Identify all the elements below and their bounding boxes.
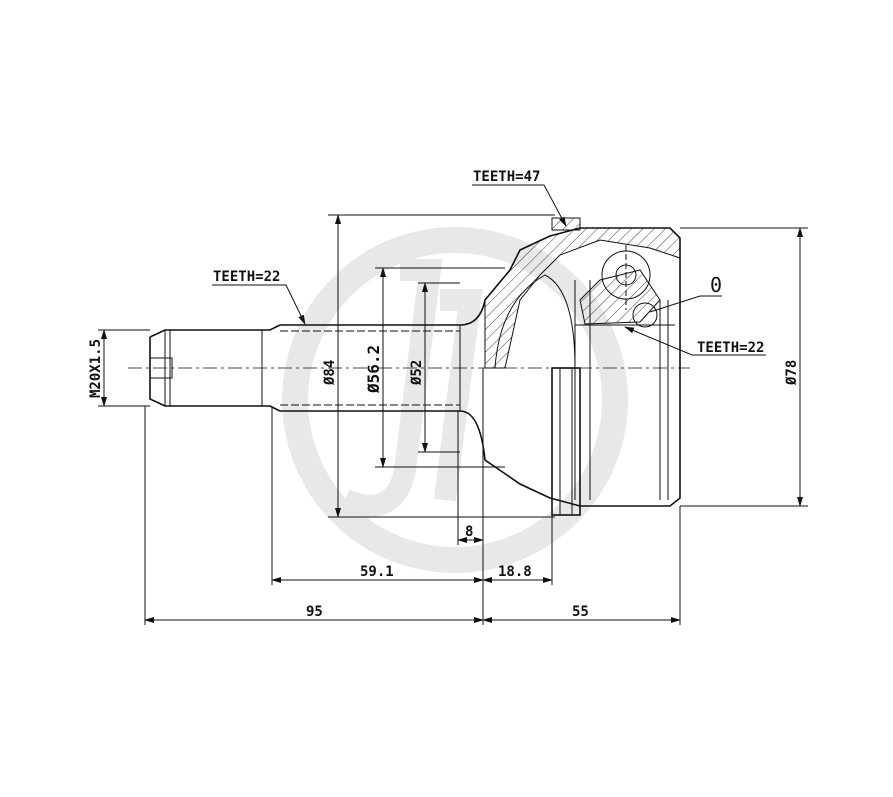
dim-thread: M20X1.5 xyxy=(88,339,104,398)
dim-len-55: 55 xyxy=(572,604,589,620)
dimension-lines xyxy=(98,184,808,625)
dim-len-95: 95 xyxy=(306,604,323,620)
dim-len-59-1: 59.1 xyxy=(360,564,394,580)
dim-dia-52: Ø52 xyxy=(409,360,425,386)
dim-len-8: 8 xyxy=(465,524,473,540)
housing-section xyxy=(484,217,681,500)
watermark-logo xyxy=(282,227,628,573)
callout-teeth-47: TEETH=47 xyxy=(473,169,540,185)
dim-dia-84: Ø84 xyxy=(322,360,338,386)
callout-inner-teeth: TEETH=22 xyxy=(697,340,764,356)
dim-dia-78: Ø78 xyxy=(784,360,800,386)
threaded-end xyxy=(149,324,281,412)
callout-seal-ref: 0 xyxy=(710,273,722,297)
abs-ring xyxy=(482,367,581,516)
dim-len-18-8: 18.8 xyxy=(498,564,532,580)
callout-shaft-teeth: TEETH=22 xyxy=(213,269,280,285)
splined-shaft xyxy=(280,227,681,507)
dim-dia-56-2: Ø56.2 xyxy=(364,345,383,394)
